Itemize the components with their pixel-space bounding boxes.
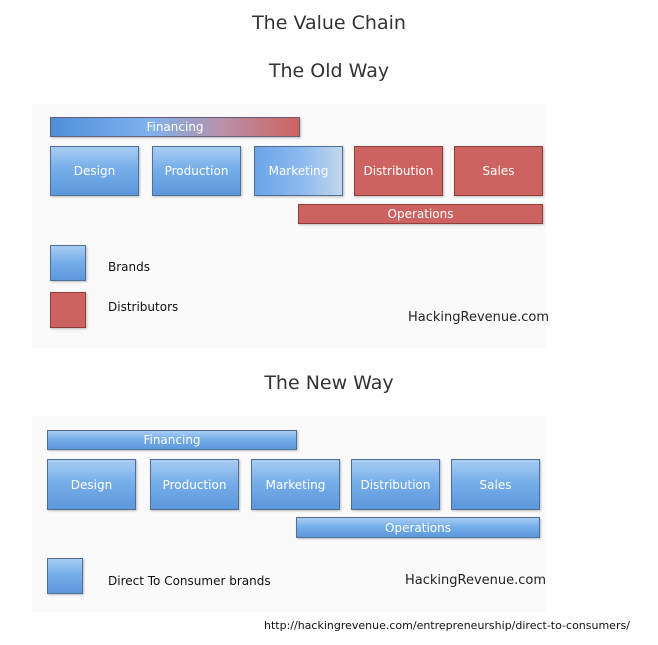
old-stage-design-label: Design (73, 164, 116, 178)
new-stage-design: Design (47, 459, 136, 510)
old-way-panel (32, 104, 546, 348)
new-stage-sales: Sales (451, 459, 540, 510)
legend-brands-swatch (50, 245, 86, 281)
legend-dtc-swatch (47, 558, 83, 594)
old-financing-label: Financing (146, 120, 204, 134)
old-stage-distribution: Distribution (354, 146, 443, 196)
new-stage-marketing-label: Marketing (265, 477, 326, 492)
new-stage-sales-label: Sales (479, 477, 512, 492)
diagram-title: The Value Chain (252, 12, 406, 34)
new-stage-marketing: Marketing (251, 459, 340, 510)
old-stage-production: Production (152, 146, 241, 196)
legend-distributors-label: Distributors (108, 300, 179, 314)
new-stage-distribution: Distribution (351, 459, 440, 510)
old-stage-design: Design (50, 146, 139, 196)
old-stage-marketing: Marketing (254, 146, 343, 196)
old-watermark: HackingRevenue.com (408, 310, 550, 325)
source-url: http://hackingrevenue.com/entrepreneursh… (264, 619, 630, 632)
old-way-heading: The Old Way (268, 60, 390, 82)
old-stage-production-label: Production (164, 164, 229, 178)
old-stage-sales: Sales (454, 146, 543, 196)
new-financing-label: Financing (143, 433, 201, 447)
old-stage-sales-label: Sales (482, 164, 515, 178)
old-operations-label: Operations (387, 207, 454, 221)
legend-dtc-label: Direct To Consumer brands (108, 574, 271, 588)
old-operations-bar: Operations (298, 204, 543, 224)
new-stage-design-label: Design (70, 477, 113, 492)
new-financing-bar: Financing (47, 430, 297, 450)
old-stage-distribution-label: Distribution (363, 164, 434, 178)
legend-distributors-swatch (50, 292, 86, 328)
new-watermark: HackingRevenue.com (405, 573, 547, 588)
old-financing-bar: Financing (50, 117, 300, 137)
new-stage-distribution-label: Distribution (360, 477, 431, 492)
new-stage-production-label: Production (162, 477, 227, 492)
new-operations-bar: Operations (296, 517, 540, 538)
old-stage-marketing-label: Marketing (268, 164, 329, 178)
new-operations-label: Operations (385, 520, 451, 535)
new-stage-production: Production (150, 459, 239, 510)
legend-brands-label: Brands (108, 260, 150, 274)
new-way-heading: The New Way (264, 372, 394, 394)
